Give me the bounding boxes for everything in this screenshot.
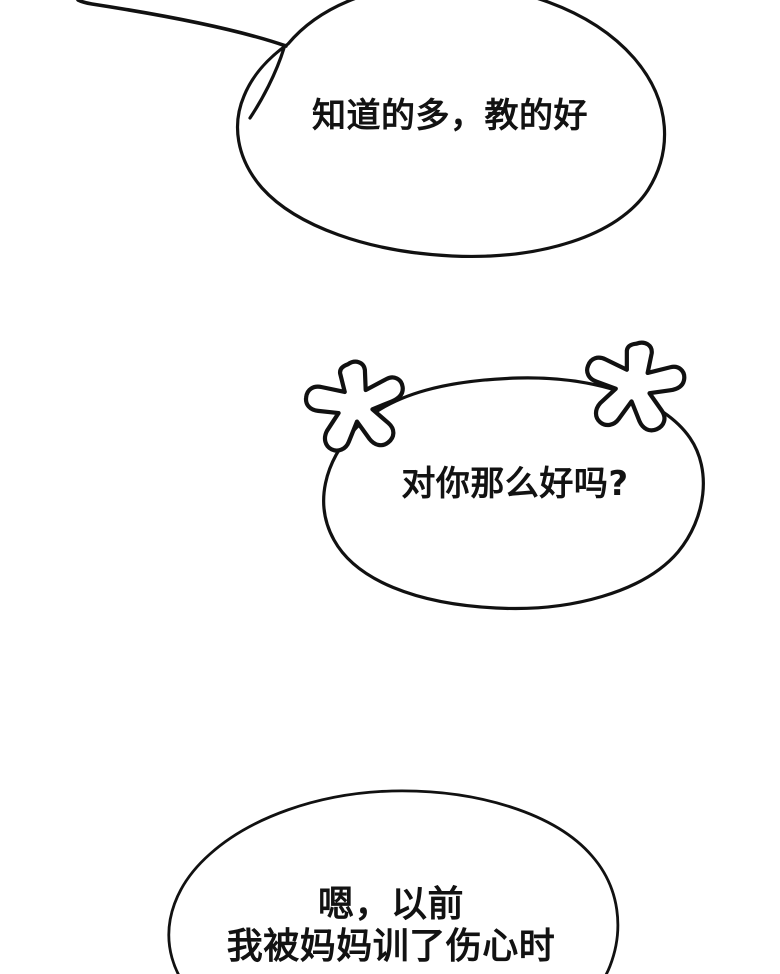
bubble-1-text: 知道的多，教的好 <box>312 96 588 136</box>
sparkle-icon-left <box>303 359 405 453</box>
bubble-1-tail-upper <box>76 0 288 48</box>
bubble-2-text: 对你那么好吗? <box>401 464 629 504</box>
bubble-3-line-1: 嗯，以前 <box>317 884 464 925</box>
bubble-3-line-2: 我被妈妈训了伤心时 <box>226 926 556 968</box>
bubble-3-text: 嗯，以前我被妈妈训了伤心时 <box>170 884 612 968</box>
sparkle-icon-right <box>585 340 687 433</box>
